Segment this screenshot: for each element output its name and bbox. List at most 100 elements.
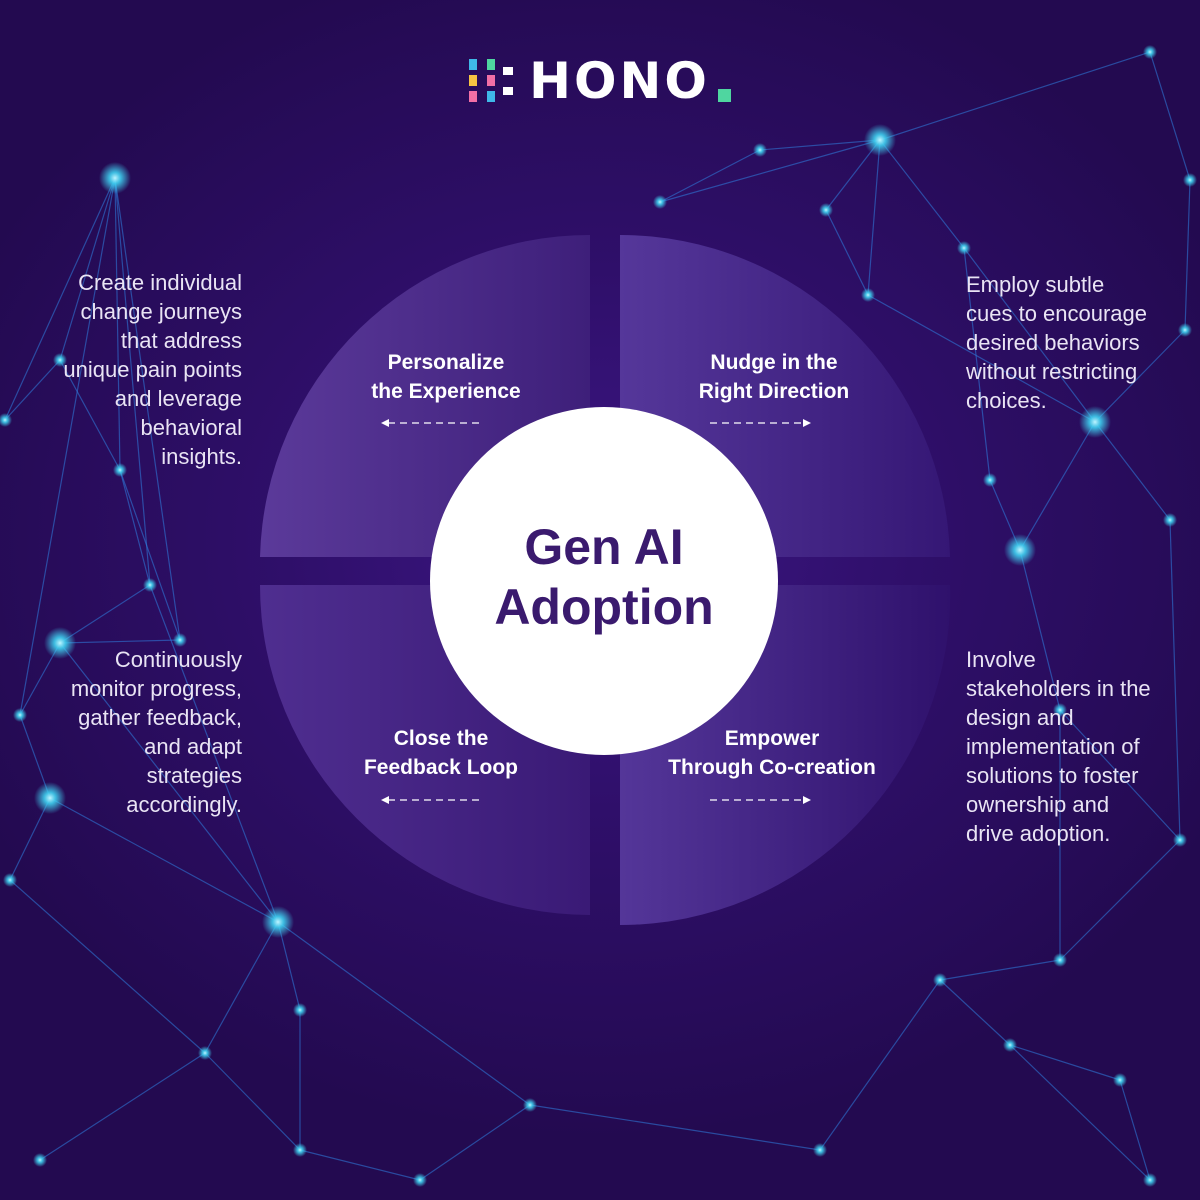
network-line xyxy=(867,294,1096,423)
network-line xyxy=(419,1104,531,1181)
logo: HONO xyxy=(0,56,1200,106)
logo-text: HONO xyxy=(529,52,710,110)
network-line xyxy=(963,247,991,481)
network-line xyxy=(529,1104,821,1151)
network-line xyxy=(659,149,761,203)
network-line xyxy=(59,177,116,361)
network-node xyxy=(933,973,947,987)
network-line xyxy=(825,209,869,296)
network-line xyxy=(119,469,181,641)
network-node xyxy=(1173,833,1187,847)
network-node xyxy=(864,124,896,156)
network-node xyxy=(3,873,17,887)
logo-dot xyxy=(717,89,731,102)
network-node xyxy=(34,782,66,814)
arrow-left-icon xyxy=(381,796,482,804)
network-line xyxy=(879,51,1151,141)
network-line xyxy=(759,139,881,151)
network-line xyxy=(49,797,279,923)
network-node xyxy=(1004,534,1036,566)
network-node xyxy=(1183,173,1197,187)
network-node xyxy=(99,162,131,194)
center-circle: Gen AI Adoption xyxy=(430,407,778,755)
network-node xyxy=(1113,1073,1127,1087)
network-node xyxy=(262,906,294,938)
network-line xyxy=(939,979,1011,1046)
network-node xyxy=(523,1098,537,1112)
network-line xyxy=(1059,839,1181,961)
arrow-right-icon xyxy=(710,796,811,804)
network-line xyxy=(1094,421,1171,521)
network-node xyxy=(143,578,157,592)
network-line xyxy=(59,584,151,644)
network-line xyxy=(114,177,121,471)
network-node xyxy=(1163,513,1177,527)
network-node xyxy=(13,708,27,722)
network-line xyxy=(39,1052,206,1161)
network-line xyxy=(4,177,116,421)
network-node xyxy=(1003,1038,1017,1052)
network-line xyxy=(299,1149,421,1181)
description-personalize: Create individual change journeys that a… xyxy=(63,270,242,469)
network-line xyxy=(114,177,151,586)
network-line xyxy=(1059,709,1181,841)
network-line xyxy=(1019,549,1061,711)
quadrant-title-personalize: Personalize the Experience xyxy=(371,351,521,403)
network-line xyxy=(867,139,881,296)
network-line xyxy=(204,921,279,1054)
center-title: Gen AI Adoption xyxy=(494,519,714,635)
network-line xyxy=(4,359,61,421)
network-line xyxy=(1184,179,1191,331)
network-node xyxy=(1178,323,1192,337)
network-line xyxy=(963,247,1096,423)
description-nudge: Employ subtle cues to encourage desired … xyxy=(966,272,1148,413)
arrow-right-icon xyxy=(710,419,811,427)
network-line xyxy=(659,139,881,203)
network-node xyxy=(1143,45,1157,59)
network-line xyxy=(1149,51,1191,181)
network-node xyxy=(44,627,76,659)
network-line xyxy=(1009,1044,1151,1181)
network-line xyxy=(819,979,941,1151)
network-line xyxy=(9,879,206,1054)
network-node xyxy=(113,463,127,477)
quadrant-title-feedback: Close the Feedback Loop xyxy=(363,727,519,779)
network-node xyxy=(1053,703,1067,717)
network-line xyxy=(119,469,151,586)
network-node xyxy=(957,241,971,255)
network-line xyxy=(277,921,531,1106)
network-node xyxy=(198,1046,212,1060)
network-node xyxy=(813,1143,827,1157)
network-line xyxy=(114,177,181,641)
network-line xyxy=(1009,1044,1121,1081)
network-node xyxy=(53,353,67,367)
network-line xyxy=(59,359,121,471)
network-line xyxy=(1119,1079,1151,1181)
network-line xyxy=(1169,519,1181,841)
network-line xyxy=(59,642,279,923)
network-node xyxy=(173,633,187,647)
quadrant-title-empower: Empower Through Co-creation xyxy=(668,727,876,779)
network-node xyxy=(1143,1173,1157,1187)
network-line xyxy=(149,584,279,923)
network-node xyxy=(653,195,667,209)
network-node xyxy=(293,1003,307,1017)
network-node xyxy=(753,143,767,157)
network-node xyxy=(1053,953,1067,967)
network-node xyxy=(1079,406,1111,438)
network-line xyxy=(939,959,1061,981)
network-line xyxy=(59,639,181,644)
network-node xyxy=(819,203,833,217)
network-node xyxy=(0,413,12,427)
network-line xyxy=(1019,421,1096,551)
network-node xyxy=(293,1143,307,1157)
description-feedback: Continuously monitor progress, gather fe… xyxy=(70,647,242,817)
network-line xyxy=(19,177,116,716)
network-line xyxy=(1094,329,1186,423)
network-node xyxy=(983,473,997,487)
network-node xyxy=(413,1173,427,1187)
network-line xyxy=(204,1052,301,1151)
logo-mark-icon xyxy=(469,59,515,103)
network-node xyxy=(861,288,875,302)
